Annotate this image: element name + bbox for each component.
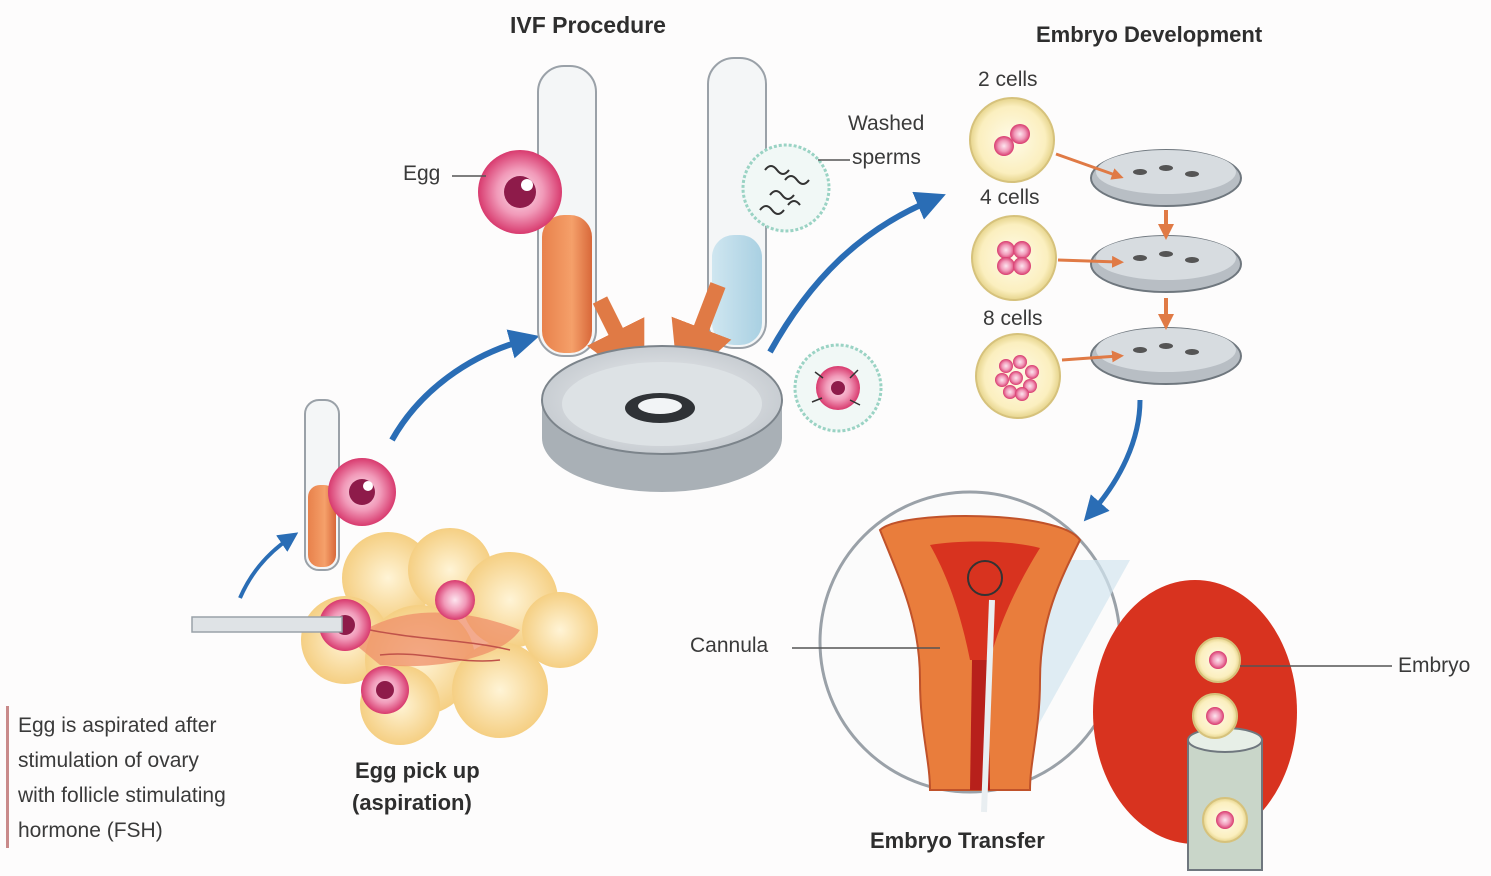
blue-arrow-to-transfer <box>1092 400 1140 512</box>
note-line: Egg is aspirated after <box>18 708 226 743</box>
four-cells-label: 4 cells <box>980 186 1040 210</box>
cannula-tip <box>1188 728 1262 870</box>
embryo-transfer-group <box>792 492 1392 870</box>
embryo-label: Embryo <box>1398 654 1470 678</box>
note-line: hormone (FSH) <box>18 813 226 848</box>
blue-arrow-to-ivf <box>392 340 525 440</box>
note-line: with follicle stimulating <box>18 778 226 813</box>
washed-sperms-circle <box>743 145 829 231</box>
aspiration-needle <box>192 617 342 632</box>
egg-pickup-title-line2: (aspiration) <box>352 790 472 816</box>
washed-sperms-label-line1: Washed <box>848 112 924 136</box>
petri-dish <box>542 346 782 492</box>
eight-cells-label: 8 cells <box>983 307 1043 331</box>
egg-label: Egg <box>403 162 440 186</box>
two-cell-embryo <box>970 98 1054 182</box>
eight-cell-embryo <box>976 334 1060 418</box>
two-cells-label: 2 cells <box>978 68 1038 92</box>
note-accent-bar <box>6 706 9 848</box>
ivf-procedure-group <box>452 58 881 492</box>
embryo-development-group <box>970 98 1241 418</box>
embryo-transfer-title: Embryo Transfer <box>870 828 1045 854</box>
embryo-development-title: Embryo Development <box>1036 22 1262 48</box>
note-line: stimulation of ovary <box>18 743 226 778</box>
egg-pickup-group <box>192 400 598 745</box>
four-cell-embryo <box>972 216 1056 300</box>
egg-pickup-title-line1: Egg pick up <box>355 758 480 784</box>
fertilized-egg-circle <box>795 345 881 431</box>
culture-dish-2 <box>1091 236 1241 292</box>
cannula-label: Cannula <box>690 634 768 658</box>
culture-dish-1 <box>1091 150 1241 206</box>
ovary-follicles <box>301 528 598 745</box>
blue-arrow-pickup <box>240 538 290 598</box>
ivf-procedure-title: IVF Procedure <box>510 12 666 39</box>
washed-sperms-label-line2: sperms <box>852 146 921 170</box>
aspiration-note: Egg is aspirated after stimulation of ov… <box>18 708 226 848</box>
